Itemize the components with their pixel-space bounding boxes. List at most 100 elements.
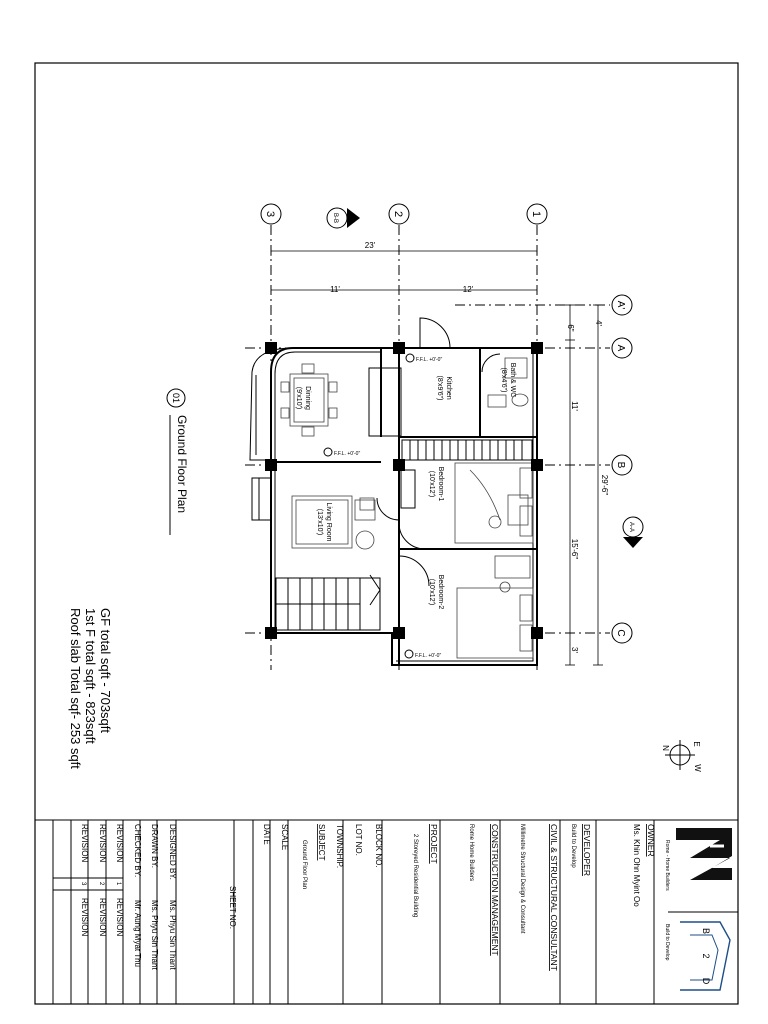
subject-label: SUBJECT: [317, 824, 326, 861]
kitchen-counter: [368, 367, 402, 437]
grid-bubble-a: A: [611, 337, 633, 359]
north-arrow: N E W: [661, 740, 702, 772]
level-tag-kitchen: F.F.L. +0'-0": [416, 357, 442, 363]
level-tag: F.F.L. +0'-0": [405, 353, 442, 363]
revision-1-value: REVISION: [115, 898, 124, 936]
consultant-label: CIVIL & STRUCTURAL CONSULTANT: [549, 824, 559, 971]
side-entry-door: [251, 477, 271, 521]
area-note-1f: 1st F total sqft - 823sqft: [83, 608, 98, 744]
revision-1-label: REVISION: [115, 824, 124, 862]
room-size-bath: (8'x4'6"): [500, 368, 507, 393]
date-label: DATE: [262, 824, 271, 845]
logo2-caption: Build to Develop: [664, 924, 670, 961]
dim-overall-depth: 29'-6": [600, 475, 609, 496]
level-tag-dining: F.F.L. +0'-0": [334, 451, 360, 457]
project-value: 2 Storeyed Residential Building: [412, 834, 418, 917]
section-mark-b-b: B-B: [326, 207, 360, 229]
logo2-letter-2: 2: [701, 953, 711, 958]
room-label-dinning: Dinning: [304, 386, 311, 410]
b2d-logo: B 2 D Build to Develop: [664, 921, 731, 991]
section-mark-a-a-label: A-A: [628, 522, 634, 532]
column: [531, 627, 543, 639]
revision-2-label: REVISION: [98, 824, 107, 862]
room-size-bedroom1: (10'x12'): [428, 471, 435, 497]
floor-plan: 1 2 3 A' A B C B-B: [68, 203, 702, 772]
desk-bedroom2: [494, 555, 531, 593]
grid-bubble-1: 1: [526, 203, 548, 225]
dining-table-set: [280, 363, 338, 437]
grid-bubble-c: C: [611, 622, 633, 644]
lot-label: LOT NO.: [354, 824, 363, 856]
owner-label: OWNER: [646, 824, 656, 857]
cm-label: CONSTRUCTION MANAGEMENT: [490, 824, 500, 956]
revision-2-num: 2: [98, 882, 104, 886]
section-mark-b-b-label: B-B: [332, 213, 338, 223]
revision-3-num: 3: [80, 882, 86, 886]
logo-caption: Rome - Home Builders: [664, 840, 670, 891]
logo2-letter-b: B: [701, 928, 711, 934]
grid-bubble-a-prime: A': [611, 294, 633, 316]
room-label-kitchen: Kitchen: [445, 376, 452, 399]
sheet-label: SHEET NO.: [228, 886, 237, 929]
room-size-living: (13'x10'): [316, 509, 323, 535]
revision-1-num: 1: [115, 882, 121, 886]
block-label: BLOCK NO.: [374, 824, 383, 868]
dim-seg-6in: 6": [566, 324, 575, 331]
bath-door-swing: [481, 353, 501, 373]
dim-seg-15ft6in: 15'-6": [570, 539, 579, 560]
column: [393, 459, 405, 471]
cm-value: Rome Home Builders: [468, 824, 474, 881]
dim-seg-4ft: 4': [594, 320, 603, 326]
designed-by-value: Ms. Phyu Sin Thant: [168, 900, 177, 970]
dim-right-bay: 12': [463, 285, 474, 294]
dim-left-bay: 11': [330, 285, 340, 294]
checked-by-label: CHECKED BY.: [133, 824, 142, 877]
subject-value: Ground Floor Plan: [301, 840, 307, 889]
project-label: PROJECT: [429, 824, 439, 864]
grid-bubble-1-label: 1: [530, 211, 542, 217]
revision-3-value: REVISION: [80, 898, 89, 936]
owner-value: Ms. Khin Ohn Myint Oo: [632, 824, 641, 907]
view-number: 01: [171, 393, 181, 403]
column: [531, 459, 543, 471]
wardrobe-bedroom1: [401, 439, 533, 461]
grid-bubble-b: B: [611, 454, 633, 476]
logo2-letter-d: D: [701, 978, 711, 985]
living-room-sofa: [291, 495, 376, 550]
room-label-bath: Bath & WC: [509, 363, 516, 398]
grid-bubble-3: 3: [260, 203, 282, 225]
room-label-living: Living Room: [325, 503, 332, 542]
company-logo: Rome - Home Builders: [664, 828, 732, 891]
revision-2-value: REVISION: [98, 898, 107, 936]
grid-bubble-b-label: B: [615, 462, 626, 469]
living-door-swing: [376, 497, 400, 521]
compass-e: E: [692, 741, 701, 746]
bay-window: [249, 347, 294, 461]
drawn-by-label: DRAWN BY.: [150, 824, 159, 868]
bedroom1-door-swing: [398, 522, 426, 550]
area-note-gf: GF total sqft - 703sqft: [98, 608, 113, 733]
level-tag: F.F.L. +0'-0": [323, 447, 360, 457]
grid-bubble-2: 2: [388, 203, 410, 225]
bed-bedroom1: [454, 462, 534, 544]
section-mark-a-a: A-A: [622, 516, 644, 548]
column: [265, 459, 277, 471]
developer-label: DEVELOPER: [582, 824, 592, 876]
room-size-dinning: (9'x10'): [295, 387, 302, 410]
grid-bubble-a-label: A: [615, 345, 626, 352]
room-size-kitchen: (8'x9'6"): [436, 376, 443, 401]
room-label-bedroom2: Bedroom-2: [437, 575, 444, 610]
drawn-by-value: Ms. Phyu Sin Thant: [150, 900, 159, 970]
grid-bubble-a-prime-label: A': [615, 301, 626, 310]
title-block: Rome - Home Builders B 2 D Build to Deve…: [34, 819, 739, 1005]
column: [265, 342, 277, 354]
bath-fixtures: [487, 357, 529, 408]
main-door-swing: [419, 317, 451, 349]
column: [265, 627, 277, 639]
grid-bubble-c-label: C: [615, 629, 626, 636]
view-title-text: Ground Floor Plan: [175, 415, 189, 513]
township-label: TOWNSHIP.: [335, 824, 344, 868]
dim-overall-width: 23': [365, 241, 376, 250]
staircase: [275, 574, 381, 631]
